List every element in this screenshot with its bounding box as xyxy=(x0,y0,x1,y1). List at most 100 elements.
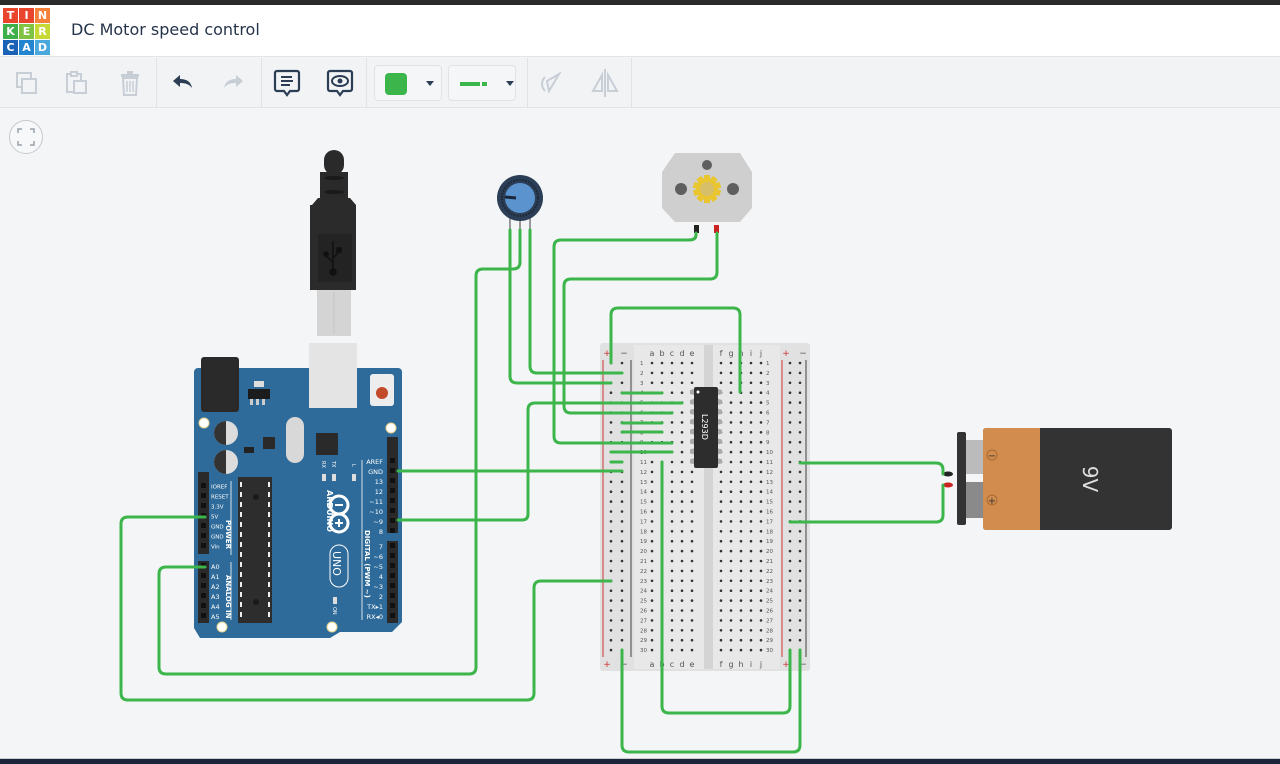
rail-label: + xyxy=(782,349,790,359)
analog-pin-label: A5 xyxy=(211,613,220,621)
copy-button[interactable] xyxy=(7,64,45,102)
wire[interactable] xyxy=(157,228,522,676)
battery-pos-terminal: + xyxy=(988,496,996,507)
logo-letter: N xyxy=(35,8,50,23)
wire[interactable] xyxy=(798,461,945,476)
wire[interactable] xyxy=(562,231,719,415)
wire[interactable] xyxy=(119,515,613,702)
copy-icon xyxy=(16,72,37,94)
wire-color-dropdown[interactable] xyxy=(374,65,442,101)
logo-letter: D xyxy=(35,40,50,55)
flip-button[interactable] xyxy=(586,64,624,102)
analog-pin-label: A0 xyxy=(211,563,220,571)
battery-9v[interactable]: − + 9V xyxy=(943,428,1172,530)
digital-pin-label: ~5 xyxy=(373,563,383,571)
logo-letter: K xyxy=(3,24,18,39)
wire[interactable] xyxy=(508,228,613,385)
digital-pin-label: ~10 xyxy=(369,508,383,516)
row-number: 13 xyxy=(640,480,647,486)
undo-button[interactable] xyxy=(164,64,202,102)
column-label: d xyxy=(679,660,684,669)
row-number: 27 xyxy=(640,618,647,624)
power-pin-label: RESET xyxy=(211,495,229,501)
logo-letter: A xyxy=(19,40,34,55)
wire[interactable] xyxy=(788,483,945,524)
notes-button[interactable] xyxy=(268,64,306,102)
row-number: 7 xyxy=(766,420,770,426)
circuit-canvas[interactable]: IOREFRESET3.3V5VGNDGNDVinA0A1A2A3A4A5ARE… xyxy=(0,109,1280,757)
power-label: POWER xyxy=(224,520,232,550)
wire[interactable] xyxy=(620,648,802,754)
column-label: i xyxy=(750,349,752,358)
row-number: 4 xyxy=(766,391,770,397)
toolbar-divider xyxy=(156,58,157,108)
fit-view-button[interactable] xyxy=(9,120,43,154)
fit-view-icon xyxy=(17,128,35,146)
row-number: 23 xyxy=(766,579,773,585)
column-label: c xyxy=(670,349,674,358)
analog-pin-label: A1 xyxy=(211,573,220,581)
wire[interactable] xyxy=(660,460,792,715)
column-label: f xyxy=(720,660,723,669)
column-label: a xyxy=(650,349,655,358)
wire-style-icon xyxy=(460,82,487,86)
taskbar-edge xyxy=(0,758,1280,764)
delete-button[interactable] xyxy=(111,64,149,102)
toolbar-divider xyxy=(631,58,632,108)
row-number: 24 xyxy=(640,589,647,595)
wire[interactable] xyxy=(609,306,742,394)
analog-label: ANALOG IN xyxy=(224,575,232,619)
window-top-bar xyxy=(0,0,1280,5)
rotate-button[interactable] xyxy=(532,64,570,102)
potentiometer[interactable] xyxy=(497,175,543,230)
ic-label: L293D xyxy=(700,414,709,440)
column-label: c xyxy=(670,660,674,669)
row-number: 18 xyxy=(766,529,773,535)
battery-label: 9V xyxy=(1078,466,1102,493)
row-number: 20 xyxy=(766,549,773,555)
redo-button[interactable] xyxy=(214,64,252,102)
row-number: 15 xyxy=(640,500,647,506)
wire[interactable] xyxy=(552,231,698,445)
battery-neg-terminal: − xyxy=(988,451,996,462)
redo-icon xyxy=(224,75,243,88)
analog-pin-label: A3 xyxy=(211,593,220,601)
power-pin-label: 3.3V xyxy=(211,505,224,511)
paste-button[interactable] xyxy=(57,64,95,102)
arduino-brand: ARDUINO xyxy=(325,490,334,532)
row-number: 9 xyxy=(766,440,770,446)
row-number: 14 xyxy=(640,490,647,496)
rail-label: + xyxy=(782,660,790,670)
arduino-uno[interactable]: IOREFRESET3.3V5VGNDGNDVinA0A1A2A3A4A5ARE… xyxy=(194,343,402,638)
row-number: 30 xyxy=(766,648,773,654)
wire-type-dropdown[interactable] xyxy=(448,65,516,101)
rail-label: + xyxy=(603,349,611,359)
led-l-label: L xyxy=(350,464,356,467)
project-title[interactable]: DC Motor speed control xyxy=(71,20,260,39)
analog-pin-label: A4 xyxy=(211,603,220,611)
row-number: 11 xyxy=(766,460,773,466)
notes-visibility-button[interactable] xyxy=(321,64,359,102)
row-number: 2 xyxy=(640,371,644,377)
row-number: 17 xyxy=(766,519,773,525)
digital-pin-label: ~11 xyxy=(369,498,383,506)
flip-icon xyxy=(591,69,619,97)
trash-icon xyxy=(121,71,139,96)
row-number: 8 xyxy=(766,430,770,436)
column-label: j xyxy=(759,349,762,358)
wire[interactable] xyxy=(396,401,684,522)
wire-color-swatch xyxy=(385,73,407,95)
wire[interactable] xyxy=(528,228,624,375)
arduino-logo-icon xyxy=(328,494,350,534)
power-pin-label: 5V xyxy=(211,515,218,521)
row-number: 29 xyxy=(640,638,647,644)
digital-pin-label: 7 xyxy=(379,543,383,551)
digital-pin-label: 8 xyxy=(379,528,383,536)
usb-cable[interactable] xyxy=(310,150,356,336)
digital-pin-label: RX◂0 xyxy=(367,613,383,621)
digital-pin-label: GND xyxy=(368,468,383,476)
dc-motor[interactable] xyxy=(662,153,752,233)
l293d-ic[interactable]: L293D xyxy=(690,387,722,468)
